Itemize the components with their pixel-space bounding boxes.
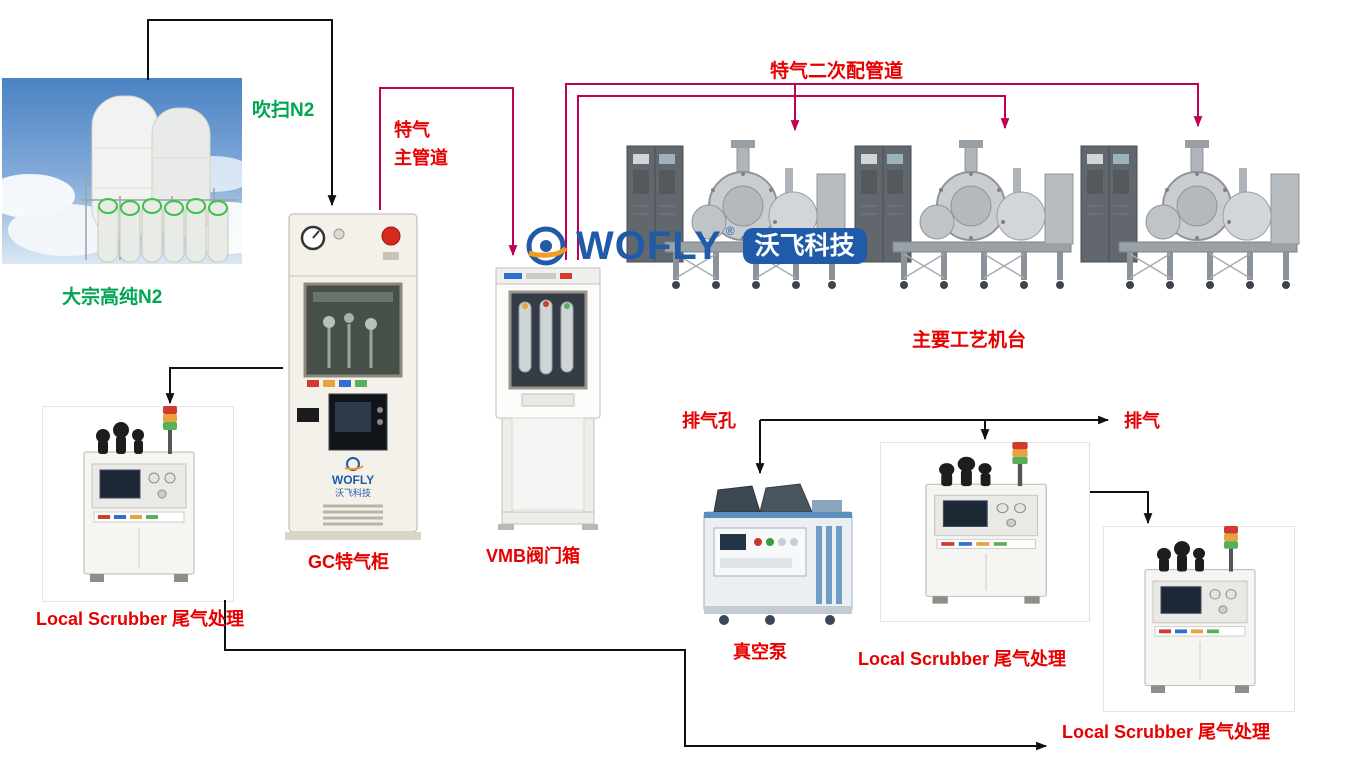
frame-legs	[498, 417, 598, 530]
label-vmb-box: VMB阀门箱	[486, 546, 580, 566]
label-exhaust: 排气	[1124, 411, 1160, 431]
n2-cylinders	[97, 198, 229, 263]
process-machine-1	[625, 140, 847, 297]
bulk-n2-photo	[0, 78, 274, 269]
pump-display	[720, 534, 746, 550]
vent-grille	[323, 504, 383, 526]
label-main-pipeline-line2: 主管道	[394, 148, 448, 168]
label-bulk-n2: 大宗高纯N2	[62, 287, 163, 308]
pipe-gc-to-scrubber-left	[165, 367, 283, 405]
pipe-scrubber-middle-to-right	[1090, 491, 1153, 525]
sticker-row	[307, 380, 367, 387]
vmb-valve-box-unit	[492, 262, 604, 541]
pump-motor-icon	[713, 485, 761, 513]
scrubber-left-unit	[42, 406, 234, 607]
label-vacuum-pump: 真空泵	[733, 642, 787, 662]
label-exhaust-hole: 排气孔	[682, 411, 736, 431]
svg-text:沃飞科技: 沃飞科技	[335, 487, 371, 498]
pump-motor-icon	[759, 483, 813, 513]
process-machine-3	[1079, 140, 1301, 297]
scrubber-right-unit	[1103, 526, 1295, 717]
header-sticker	[504, 273, 572, 279]
label-purge-n2: 吹扫N2	[252, 100, 315, 121]
wofly-logo-cn-banner: 沃飞科技	[742, 228, 867, 264]
label-scrubber-left: Local Scrubber 尾气处理	[36, 609, 245, 629]
gc-wofly-logo: WOFLY 沃飞科技	[332, 457, 374, 498]
label-process-machines: 主要工艺机台	[912, 330, 1027, 351]
label-secondary-pipeline: 特气二次配管道	[770, 61, 904, 82]
side-grille	[816, 526, 842, 604]
wofly-logo-reg-mark: ®	[725, 224, 735, 238]
vacuum-pump-unit	[700, 478, 856, 631]
controller-screen	[335, 402, 371, 432]
svg-text:WOFLY: WOFLY	[332, 473, 374, 487]
gc-gas-cabinet: WOFLY 沃飞科技	[283, 212, 423, 549]
wofly-logo: WOFLY ® 沃飞科技	[524, 224, 867, 268]
label-scrubber-middle: Local Scrubber 尾气处理	[858, 649, 1067, 669]
vent-slot	[297, 408, 319, 422]
label-scrubber-right: Local Scrubber 尾气处理	[1062, 722, 1271, 742]
emergency-stop-button	[381, 226, 401, 246]
wofly-logo-icon	[526, 226, 568, 266]
label-main-pipeline: 特气 主管道	[394, 116, 448, 172]
label-gc-cabinet: GC特气柜	[308, 552, 389, 572]
process-machine-2	[853, 140, 1075, 297]
label-main-pipeline-line1: 特气	[394, 120, 430, 140]
scrubber-middle-unit	[880, 442, 1090, 627]
wofly-logo-word: WOFLY	[576, 224, 722, 268]
